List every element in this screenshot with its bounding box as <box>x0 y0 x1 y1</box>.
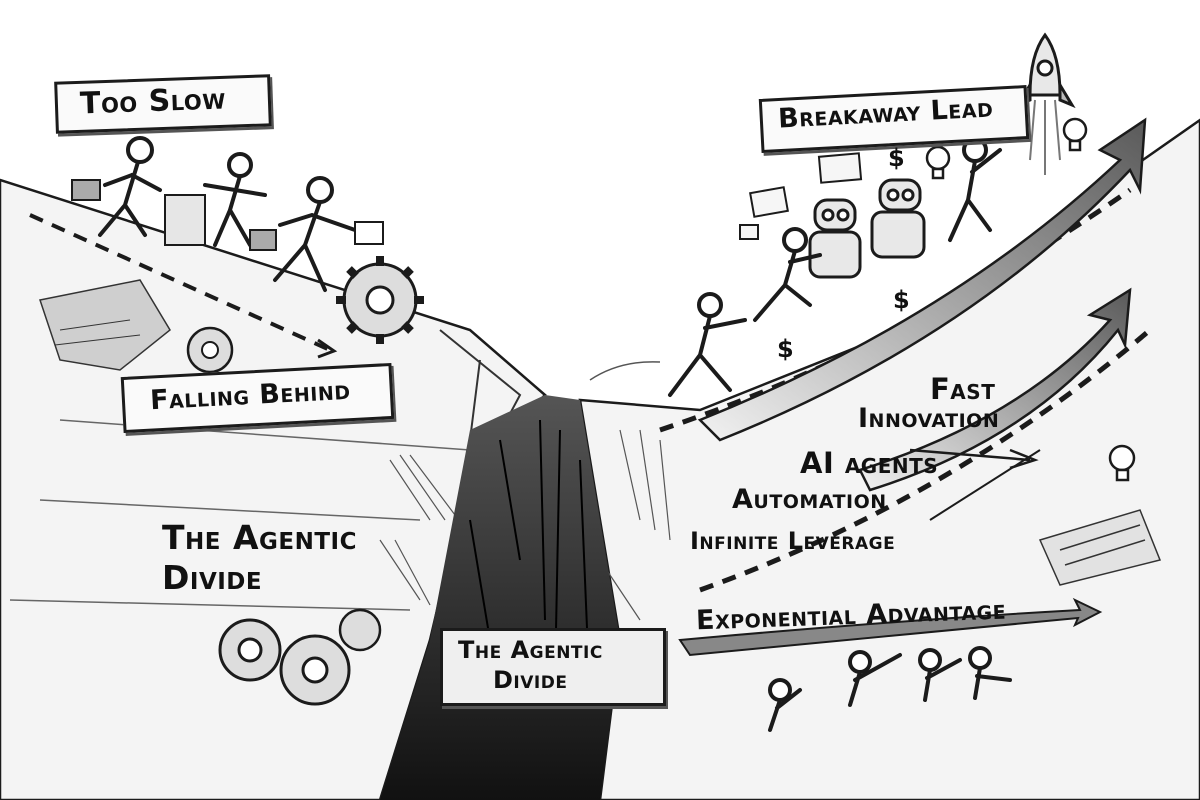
lightbulb-icon <box>1062 117 1088 152</box>
ai-agents-label: AI agents <box>800 446 939 480</box>
floating-documents <box>739 152 863 240</box>
agentic-divide-center-line1: The Agentic <box>458 636 603 664</box>
lightbulb-icon <box>1108 444 1136 482</box>
lightbulb-icon <box>925 145 951 180</box>
innovation-label: Innovation <box>858 403 1000 434</box>
fast-label: Fast <box>930 372 996 406</box>
dollar-icon: $ <box>893 286 911 314</box>
robot-icon <box>808 178 926 279</box>
gear-icon <box>186 326 234 374</box>
agentic-divide-left-line2: Divide <box>162 558 263 597</box>
agentic-divide-center-line2: Divide <box>493 666 568 694</box>
dollar-icon: $ <box>888 144 906 172</box>
paper-pile <box>39 279 171 371</box>
paper-pile <box>1038 509 1162 586</box>
infinite-leverage-label: Infinite Leverage <box>690 527 896 555</box>
worker-figures-left <box>71 136 384 292</box>
automation-label: Automation <box>732 484 887 515</box>
too-slow-label: Too Slow <box>79 81 227 122</box>
gear-icon <box>336 256 424 344</box>
dollar-icon: $ <box>777 335 795 363</box>
growth-arrows <box>678 117 1147 657</box>
left-dashed-path <box>29 213 331 352</box>
agentic-divide-left-line1: The Agentic <box>162 518 357 557</box>
gear-icon <box>218 608 382 706</box>
worker-figures-right <box>668 137 1012 732</box>
agentic-divide-plaque <box>440 628 666 706</box>
